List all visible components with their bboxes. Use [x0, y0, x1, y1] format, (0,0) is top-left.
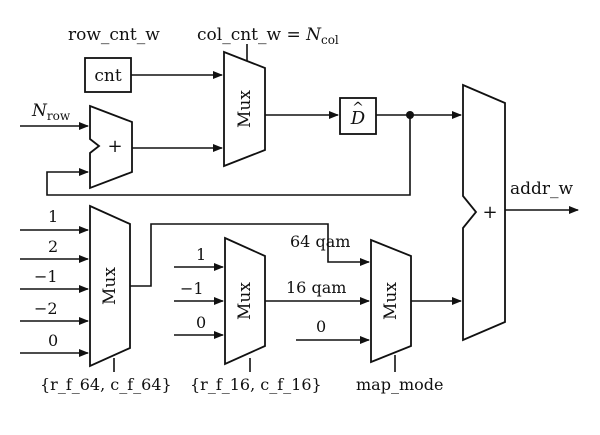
- map-input-label-zero: 0: [316, 317, 326, 336]
- final-adder: [462, 83, 506, 342]
- delay-block: [339, 97, 377, 135]
- mux64-input-label-5: 0: [48, 331, 58, 350]
- mux16-input-label-1: 1: [196, 245, 206, 264]
- top-mux-label: Mux: [235, 90, 255, 128]
- mux64-select-label: {r_f_64, c_f_64}: [40, 375, 172, 394]
- mux64-input-label-2: 2: [48, 237, 58, 256]
- mux-16qam: [224, 236, 266, 366]
- map-mode-mux: [370, 238, 412, 364]
- top-mux: [223, 50, 266, 168]
- n-row-label: Nrow: [31, 101, 71, 123]
- mux-64qam: [89, 204, 131, 368]
- mux-16qam-label: Mux: [235, 282, 255, 320]
- feedback-wire: [46, 115, 411, 196]
- map-mode-mux-label: Mux: [381, 282, 401, 320]
- mux16-input-label-2: −1: [180, 279, 204, 298]
- row-cnt-w-label: row_cnt_w: [68, 25, 160, 45]
- mux64-out-wire: [130, 223, 370, 287]
- row-adder: [89, 104, 133, 190]
- map-input-label-16qam: 16 qam: [286, 278, 346, 297]
- mux64-input-label-3: −1: [34, 267, 58, 286]
- mux-64qam-label: Mux: [100, 267, 120, 305]
- map-input-label-64qam: 64 qam: [290, 232, 350, 251]
- final-adder-plus: +: [482, 202, 497, 223]
- col-cnt-w-label: col_cnt_w = Ncol: [197, 25, 339, 47]
- mux64-input-label-4: −2: [34, 299, 58, 318]
- mux16-input-label-3: 0: [196, 313, 206, 332]
- row-adder-plus: +: [107, 136, 122, 157]
- addr-w-label: addr_w: [510, 179, 574, 199]
- mux64-input-label-1: 1: [48, 207, 58, 226]
- delay-hat: ^: [352, 100, 364, 116]
- cnt-label: cnt: [94, 66, 121, 86]
- map-select-label: map_mode: [356, 375, 443, 394]
- mux16-select-label: {r_f_16, c_f_16}: [190, 375, 322, 394]
- delay-label: D: [350, 108, 366, 129]
